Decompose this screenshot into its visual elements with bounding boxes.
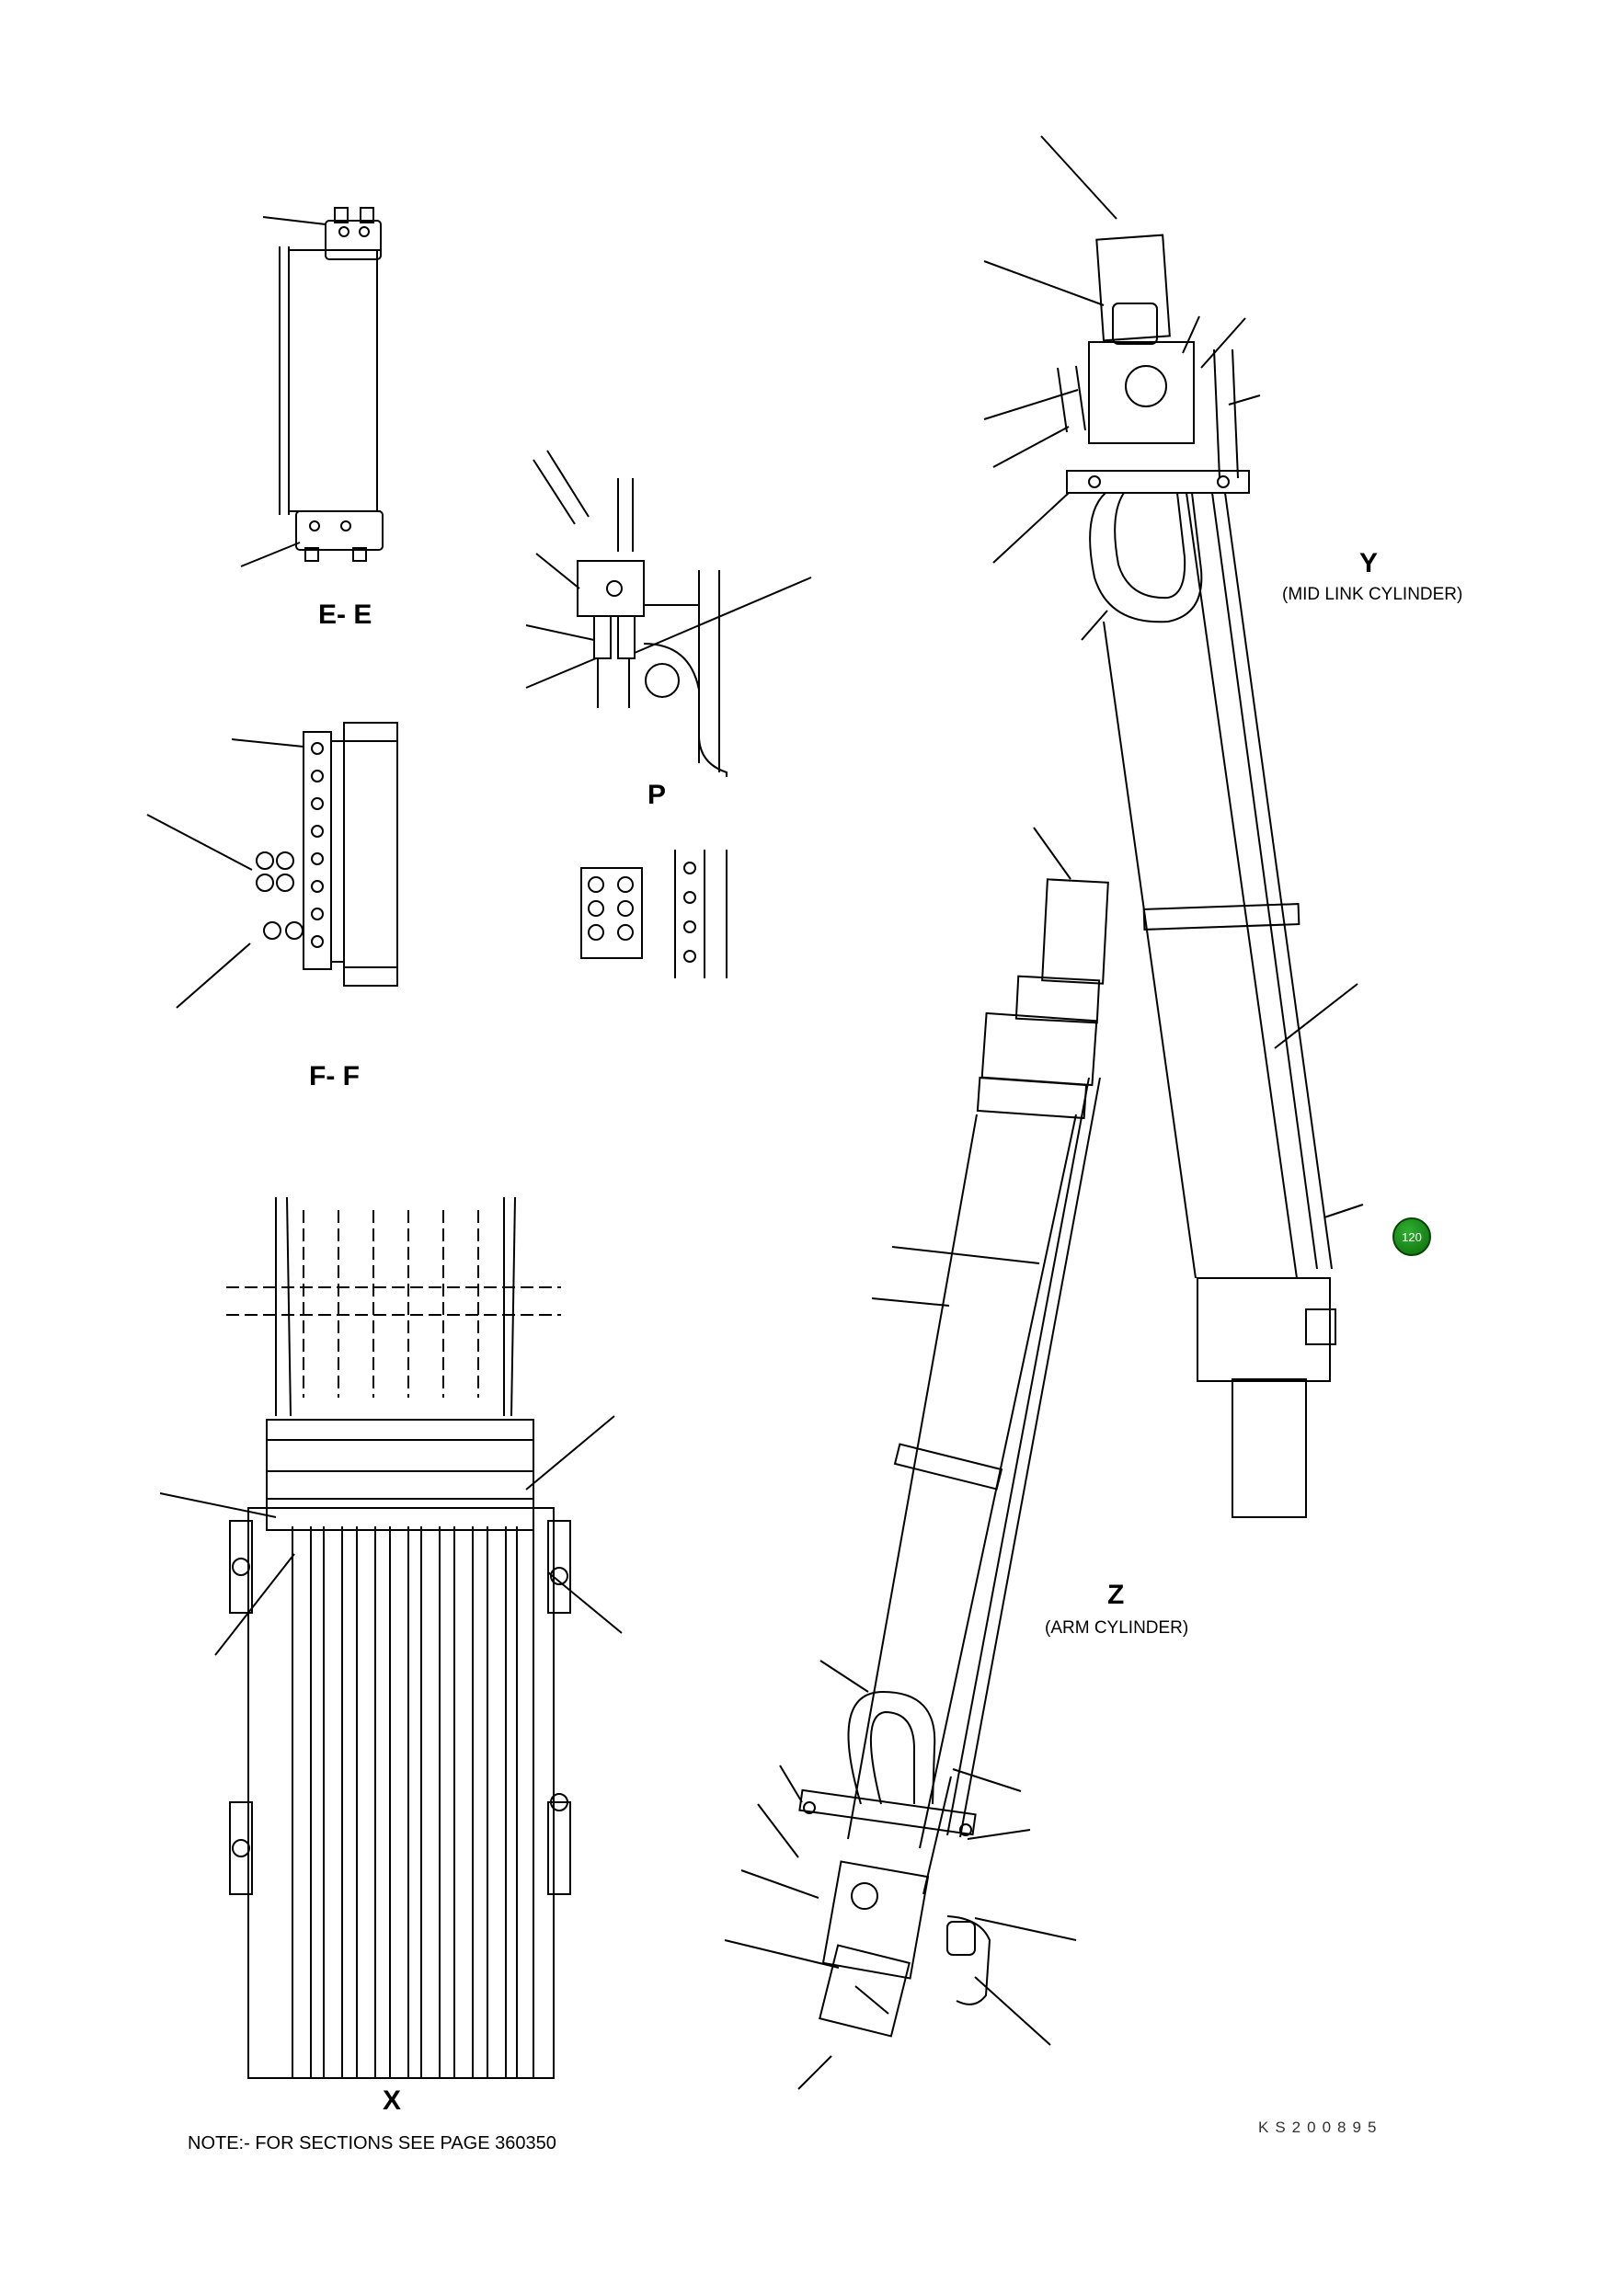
view-x-label: X (383, 2085, 402, 2116)
view-p-drawing (525, 450, 812, 777)
view-z-caption: (ARM CYLINDER) (1045, 1618, 1189, 1638)
view-x-drawing (159, 1196, 623, 2079)
sections-note: NOTE:- FOR SECTIONS SEE PAGE 360350 (188, 2133, 556, 2153)
detail-block-drawing (580, 850, 728, 978)
view-y-caption: (MID LINK CYLINDER) (1282, 585, 1463, 604)
view-ee-drawing (240, 207, 384, 567)
view-ff-drawing (146, 722, 398, 1009)
drawing-code: KS200895 (1258, 2119, 1383, 2136)
view-ff-label: F- F (309, 1061, 360, 1091)
page-badge[interactable]: 120 (1392, 1217, 1431, 1256)
view-y-label: Y (1359, 548, 1379, 578)
view-y-drawing (983, 135, 1364, 1518)
view-z-label: Z (1107, 1580, 1125, 1610)
view-z-drawing (724, 827, 1109, 2090)
view-ee-label: E- E (318, 600, 372, 630)
view-p-label: P (647, 780, 667, 810)
